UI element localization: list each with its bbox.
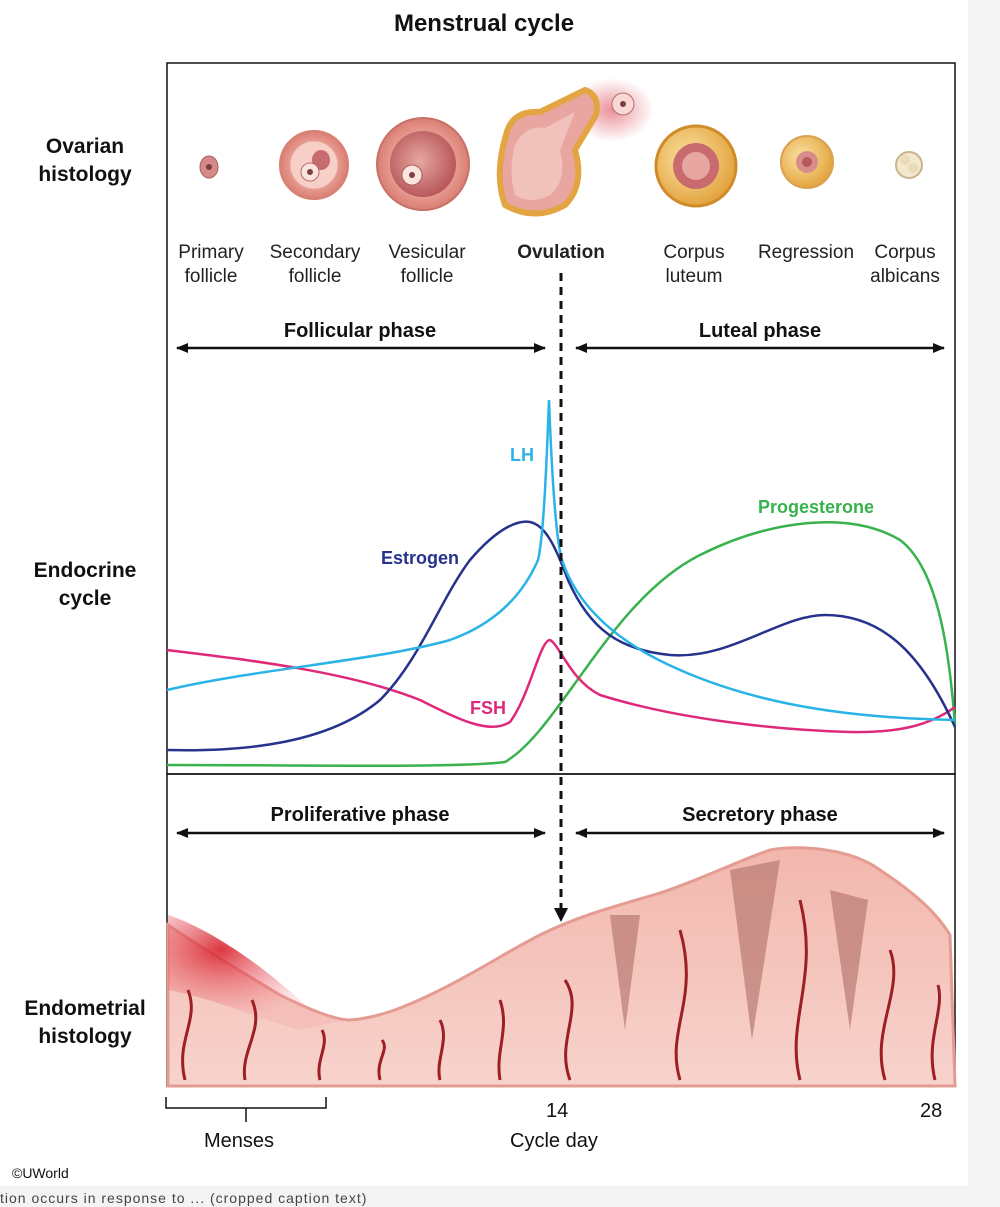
- estrogen-curve: [166, 520, 957, 752]
- estrogen-label: Estrogen: [381, 548, 460, 568]
- row-label-ovarian: Ovarian histology: [38, 135, 132, 186]
- menses-label: Menses: [204, 1130, 275, 1152]
- cycle-day-label: Cycle day: [510, 1130, 598, 1152]
- menses-bracket: [165, 1097, 327, 1109]
- progesterone-label: Progesterone: [758, 497, 875, 517]
- phase-proliferative: Proliferative phase: [270, 804, 450, 826]
- phase-secretory: Secretory phase: [682, 804, 838, 826]
- primary-follicle-image: [199, 155, 219, 179]
- stage-regression: Regression: [757, 242, 855, 263]
- lh-curve: [166, 399, 956, 722]
- stage-corpus-luteum: Corpus luteum: [663, 242, 725, 287]
- regression-image: [780, 135, 834, 189]
- stage-primary-follicle: Primary follicle: [178, 242, 244, 287]
- progesterone-curve: [166, 520, 957, 767]
- stage-secondary-follicle: Secondary follicle: [269, 242, 361, 287]
- endometrium-image: [166, 846, 957, 1088]
- ovulation-arrowhead: [554, 908, 568, 922]
- cropped-caption-text: tion occurs in response to ... (cropped …: [0, 1190, 368, 1206]
- phase-luteal: Luteal phase: [698, 320, 822, 342]
- secondary-follicle-image: [279, 130, 349, 200]
- corpus-albicans-image: [895, 151, 923, 179]
- row-label-endometrial: Endometrial histology: [24, 997, 146, 1048]
- row-label-endocrine: Endocrine cycle: [33, 559, 137, 610]
- tick-14: 14: [546, 1100, 569, 1122]
- vesicular-follicle-image: [376, 117, 470, 211]
- stage-vesicular-follicle: Vesicular follicle: [388, 242, 466, 287]
- fsh-label: FSH: [470, 698, 506, 718]
- ovulation-image: [496, 78, 654, 217]
- lh-label: LH: [510, 445, 534, 465]
- copyright-notice: ©UWorld: [12, 1165, 69, 1181]
- tick-28: 28: [920, 1100, 943, 1122]
- figure-title: Menstrual cycle: [393, 10, 575, 37]
- stage-ovulation: Ovulation: [517, 242, 605, 263]
- corpus-luteum-image: [654, 124, 738, 208]
- fsh-curve: [166, 638, 956, 734]
- stage-corpus-albicans: Corpus albicans: [870, 242, 940, 287]
- phase-follicular: Follicular phase: [283, 320, 437, 342]
